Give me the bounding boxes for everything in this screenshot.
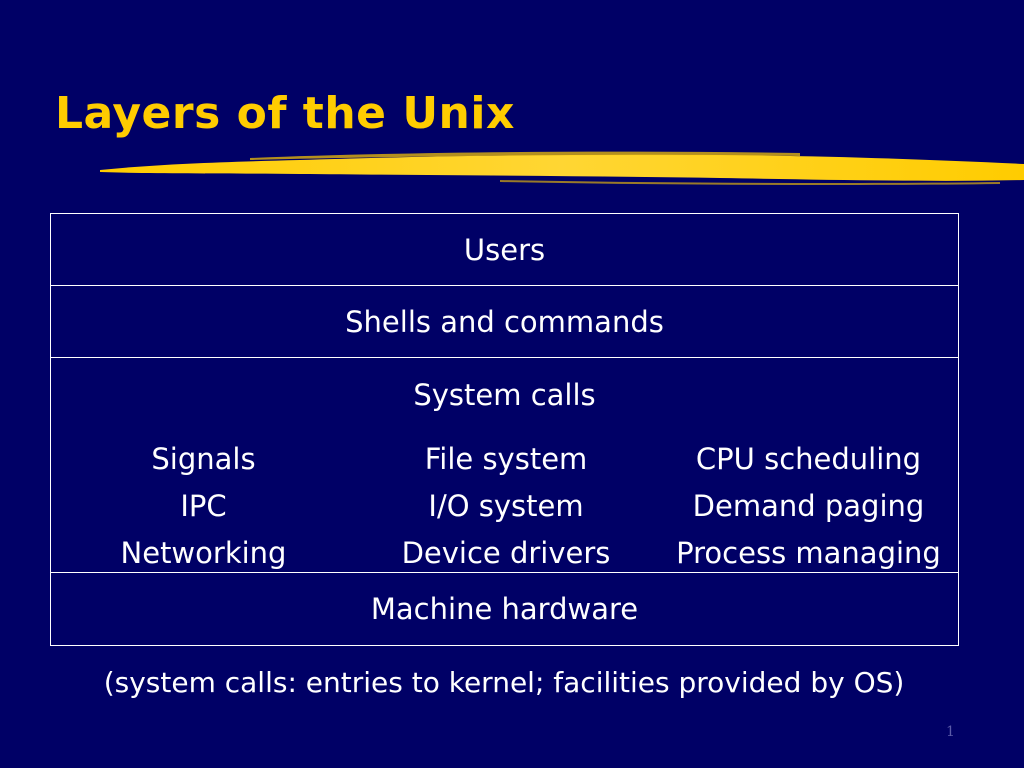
layer-hardware-label: Machine hardware <box>370 592 639 626</box>
page-number: 1 <box>946 724 955 740</box>
footnote: (system calls: entries to kernel; facili… <box>103 666 905 699</box>
layer-hardware: Machine hardware <box>51 573 958 645</box>
kernel-item: Networking <box>120 536 287 570</box>
layer-shells-label: Shells and commands <box>345 305 664 339</box>
kernel-column-3: CPU scheduling Demand paging Process man… <box>661 436 956 577</box>
layer-users: Users <box>51 214 958 286</box>
kernel-item: Device drivers <box>401 536 611 570</box>
kernel-item: Signals <box>151 442 256 476</box>
kernel-item: File system <box>424 442 588 476</box>
kernel-column-2: File system I/O system Device drivers <box>381 436 631 577</box>
layer-shells: Shells and commands <box>51 286 958 358</box>
title-underline-stroke <box>100 151 1024 186</box>
kernel-item: CPU scheduling <box>695 442 922 476</box>
layer-kernel: System calls Signals IPC Networking File… <box>51 358 958 573</box>
kernel-item: Demand paging <box>692 489 925 523</box>
kernel-column-1: Signals IPC Networking <box>81 436 326 577</box>
slide-title: Layers of the Unix <box>55 88 515 139</box>
kernel-item: IPC <box>180 489 227 523</box>
kernel-item: Process managing <box>676 536 941 570</box>
kernel-item: I/O system <box>428 489 584 523</box>
layer-table: Users Shells and commands System calls S… <box>50 213 959 646</box>
layer-kernel-label: System calls <box>413 378 596 412</box>
layer-users-label: Users <box>463 233 546 267</box>
